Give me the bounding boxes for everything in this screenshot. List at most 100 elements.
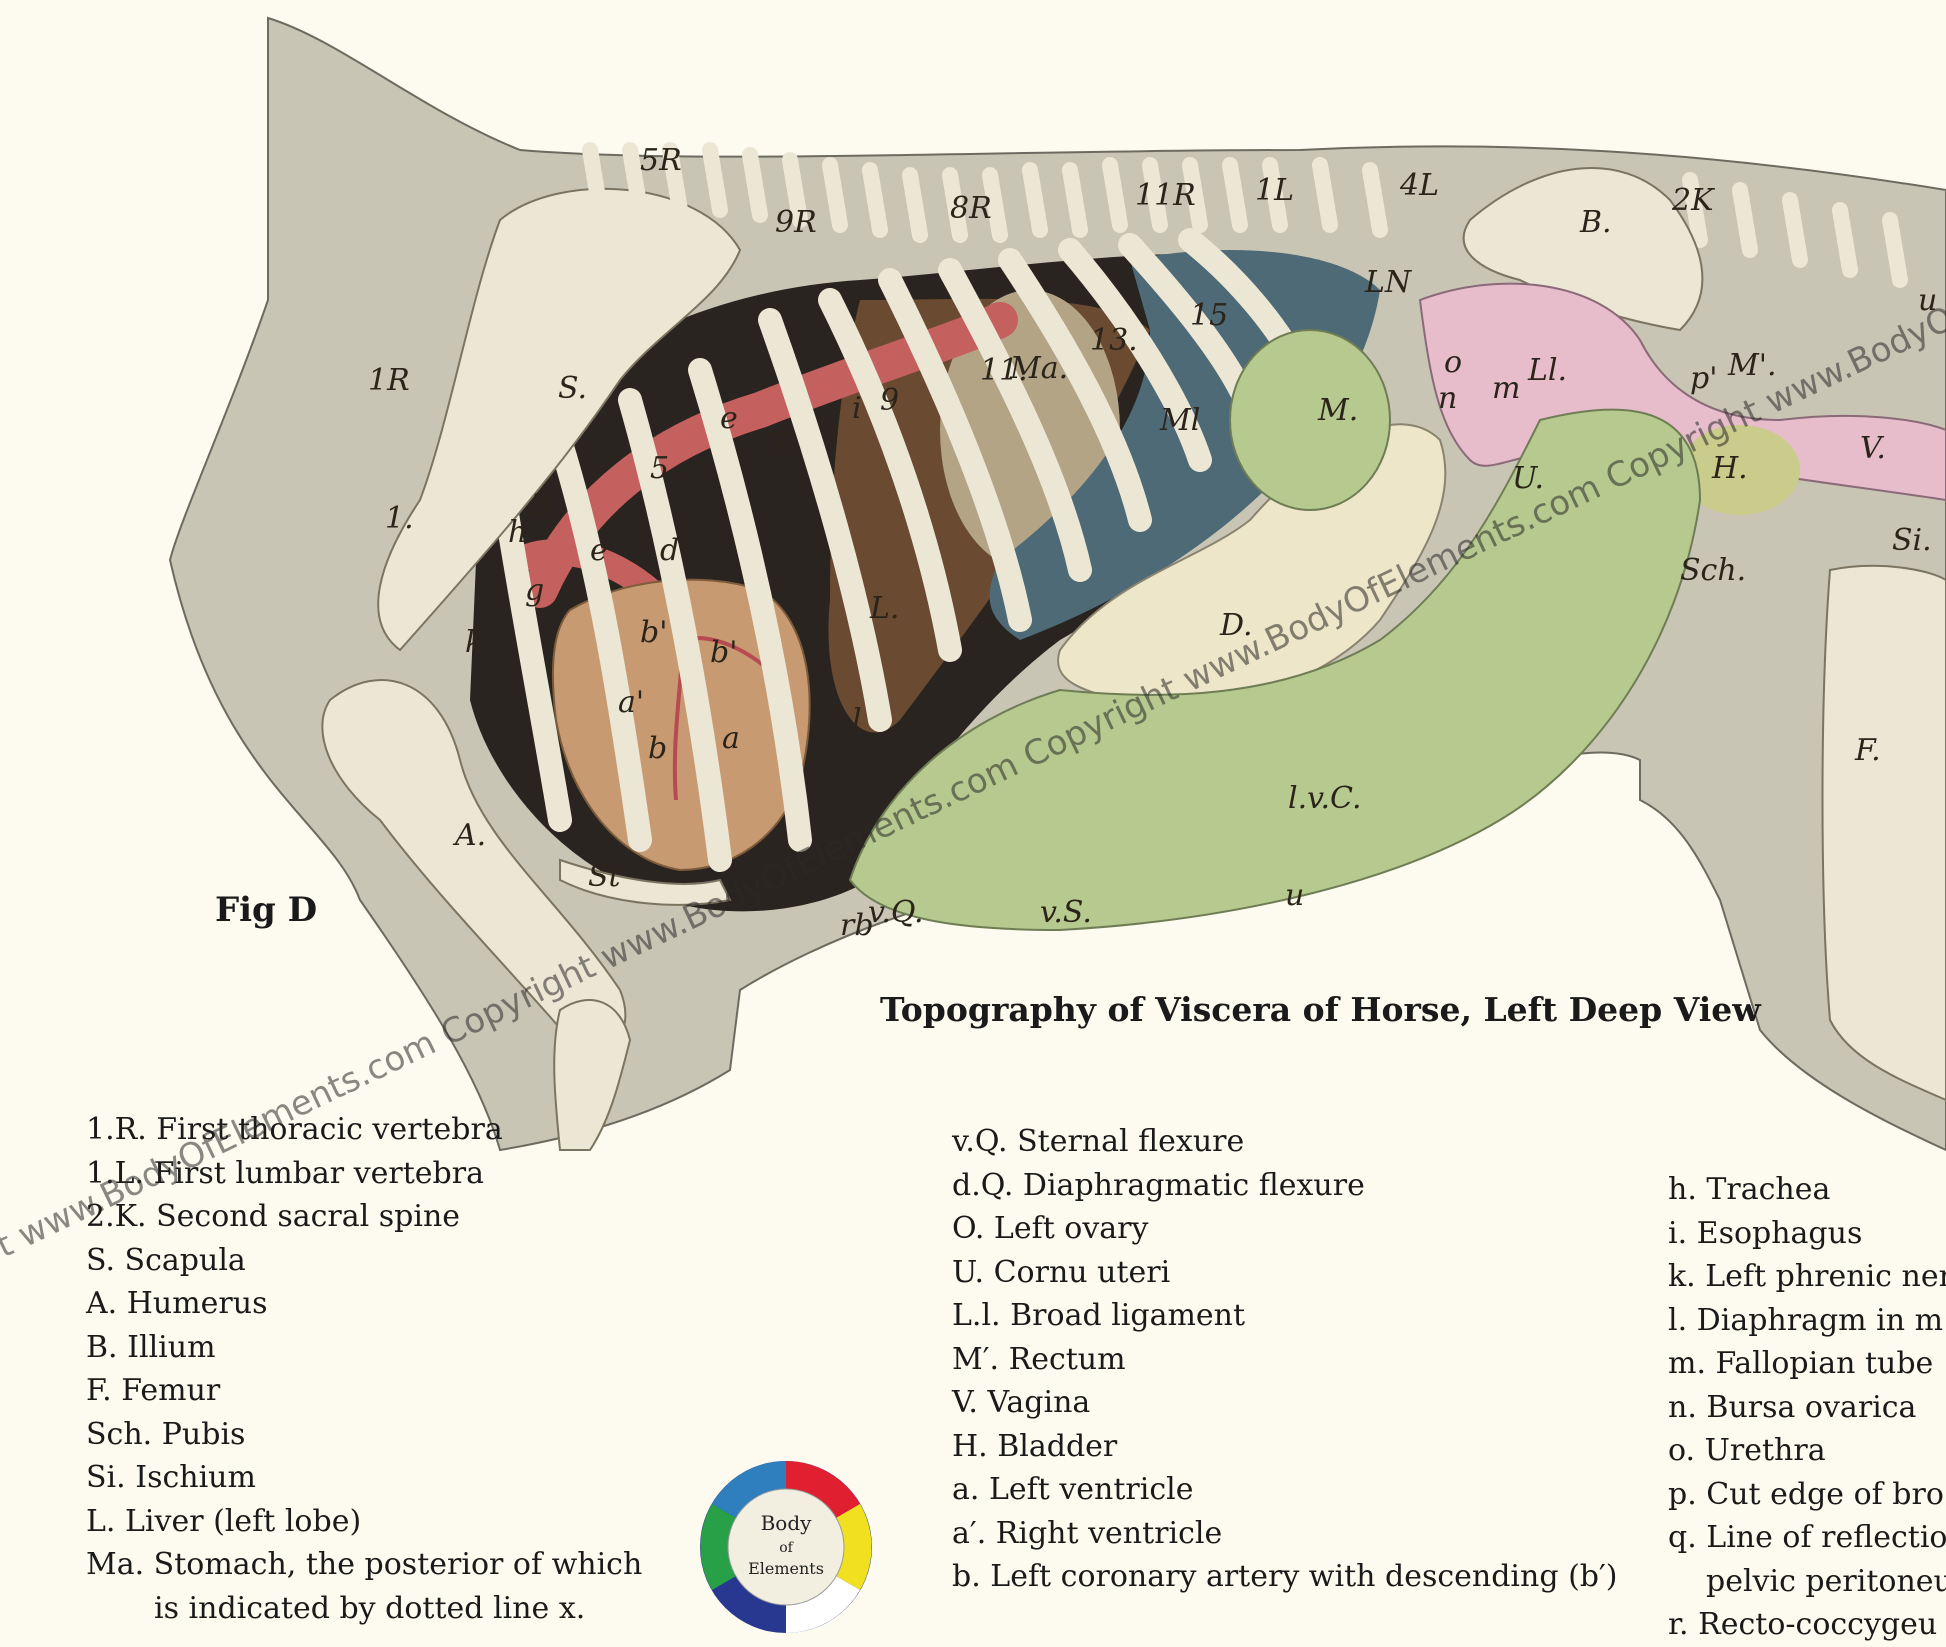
legend-item: l. Diaphragm in m bbox=[1668, 1299, 1946, 1343]
spine bbox=[1320, 165, 1330, 225]
mark-4L: 4L bbox=[1399, 168, 1439, 203]
legend-item: V. Vagina bbox=[952, 1381, 1618, 1425]
mark-rib-15: 15 bbox=[1190, 298, 1228, 333]
legend-item: q. Line of reflectio bbox=[1668, 1516, 1946, 1560]
mark-5R: 5R bbox=[640, 143, 682, 178]
mark-v: V. bbox=[1860, 431, 1886, 466]
mark-rb: rb bbox=[840, 908, 874, 943]
mark-2K: 2K bbox=[1671, 183, 1715, 218]
mark-rib-9: 9 bbox=[880, 383, 899, 418]
mark-rib-11: 11. bbox=[980, 353, 1028, 388]
mark-rectum: M'. bbox=[1727, 348, 1777, 383]
mark-rib-5: 5. bbox=[650, 451, 679, 486]
colon-flexure bbox=[1230, 330, 1390, 510]
legend-item: M′. Rectum bbox=[952, 1338, 1618, 1382]
legend-item: m. Fallopian tube bbox=[1668, 1342, 1946, 1386]
mark-rib-7: 7. bbox=[770, 427, 799, 462]
mark-St: St bbox=[588, 859, 622, 894]
legend-item: U. Cornu uteri bbox=[952, 1251, 1618, 1295]
body-of-elements-logo: Body of Elements bbox=[697, 1458, 875, 1636]
mark-sternal: v.Q. bbox=[868, 895, 924, 930]
mark-1L: 1L bbox=[1255, 173, 1294, 208]
mark-heart-a2: a' bbox=[618, 685, 644, 720]
mark-1R: 1R bbox=[368, 363, 410, 398]
mark-heart-a: a bbox=[722, 721, 740, 756]
mark-H: H. bbox=[1711, 451, 1748, 486]
spine bbox=[1840, 210, 1850, 270]
spine bbox=[1030, 170, 1040, 230]
legend-item: o. Urethra bbox=[1668, 1429, 1946, 1473]
spine bbox=[910, 175, 920, 235]
mark-rib1: 1. bbox=[385, 501, 414, 536]
spine bbox=[1370, 170, 1380, 230]
logo-text-elements: Elements bbox=[748, 1559, 824, 1578]
spine bbox=[1890, 220, 1900, 280]
mark-vs: v.S. bbox=[1040, 895, 1092, 930]
logo-text-body: Body bbox=[761, 1511, 813, 1535]
legend-item: n. Bursa ovarica bbox=[1668, 1386, 1946, 1430]
mark-i: i bbox=[852, 391, 862, 426]
mark-femur: F. bbox=[1854, 733, 1881, 768]
figure-label: Fig D bbox=[215, 890, 317, 930]
mark-aorta-e: e bbox=[590, 533, 608, 568]
legend-item: S. Scapula bbox=[86, 1239, 642, 1283]
mark-heart-b3: b' bbox=[710, 635, 737, 670]
mark-scapula: S. bbox=[558, 371, 587, 406]
legend-item: O. Left ovary bbox=[952, 1207, 1618, 1251]
spine bbox=[630, 150, 640, 210]
legend-item: v.Q. Sternal flexure bbox=[952, 1120, 1618, 1164]
mark-heart-b2: b' bbox=[640, 615, 667, 650]
mark-m: m bbox=[1492, 371, 1520, 406]
mark-aorta-e2: e bbox=[720, 401, 738, 436]
mark-vessel-g: g bbox=[525, 573, 544, 608]
spine bbox=[590, 150, 600, 210]
mark-LN: LN bbox=[1364, 265, 1413, 300]
legend-item: d.Q. Diaphragmatic flexure bbox=[952, 1164, 1618, 1208]
mark-11R: 11R bbox=[1135, 178, 1196, 213]
legend-item: B. Illium bbox=[86, 1326, 642, 1370]
mark-Ml: Ml bbox=[1159, 403, 1200, 438]
legend-item: L.l. Broad ligament bbox=[952, 1294, 1618, 1338]
mark-9R: 9R bbox=[775, 205, 817, 240]
mark-pubis: Sch. bbox=[1680, 553, 1746, 588]
mark-diaphragm-m: M. bbox=[1317, 393, 1358, 428]
figure-title: Topography of Viscera of Horse, Left Dee… bbox=[880, 990, 1761, 1029]
spine bbox=[1790, 200, 1800, 260]
legend-item: Si. Ischium bbox=[86, 1456, 642, 1500]
mark-broad-ligament: Ll. bbox=[1527, 353, 1567, 388]
mark-k: k bbox=[465, 625, 483, 660]
legend-item: H. Bladder bbox=[952, 1425, 1618, 1469]
spine bbox=[1230, 165, 1240, 225]
legend-item: A. Humerus bbox=[86, 1282, 642, 1326]
mark-ischium: Si. bbox=[1892, 523, 1932, 558]
mark-3: 3. bbox=[530, 488, 559, 523]
legend-right: h. Trachea i. Esophagus k. Left phrenic … bbox=[1668, 1168, 1946, 1647]
legend-item: a. Left ventricle bbox=[952, 1468, 1618, 1512]
legend-item: h. Trachea bbox=[1668, 1168, 1946, 1212]
mark-p: p' bbox=[1690, 361, 1717, 396]
mark-n: n bbox=[1438, 381, 1457, 416]
mark-h: h bbox=[508, 515, 527, 550]
legend-item: is indicated by dotted line x. bbox=[86, 1587, 642, 1631]
spine bbox=[1110, 165, 1120, 225]
mark-8R: 8R bbox=[950, 191, 992, 226]
mark-rib-13: 13. bbox=[1090, 323, 1138, 358]
spine bbox=[870, 170, 880, 230]
legend-item: i. Esophagus bbox=[1668, 1212, 1946, 1256]
legend-item: a′. Right ventricle bbox=[952, 1512, 1618, 1556]
logo-text-of: of bbox=[779, 1540, 794, 1556]
mark-liver: L. bbox=[869, 591, 899, 626]
mark-colon: l.v.C. bbox=[1288, 781, 1361, 816]
mark-humerus: A. bbox=[452, 818, 486, 853]
legend-item: Ma. Stomach, the posterior of which bbox=[86, 1543, 642, 1587]
legend-item: p. Cut edge of bro bbox=[1668, 1473, 1946, 1517]
spine bbox=[830, 165, 840, 225]
legend-item: 2.K. Second sacral spine bbox=[86, 1195, 642, 1239]
mark-o: o bbox=[1444, 345, 1462, 380]
legend-item: F. Femur bbox=[86, 1369, 642, 1413]
mark-l: l bbox=[852, 703, 862, 738]
spine bbox=[710, 150, 720, 210]
mark-u: u bbox=[1285, 878, 1304, 913]
legend-item: r. Recto-coccygeu bbox=[1668, 1603, 1946, 1647]
spine bbox=[1740, 190, 1750, 250]
